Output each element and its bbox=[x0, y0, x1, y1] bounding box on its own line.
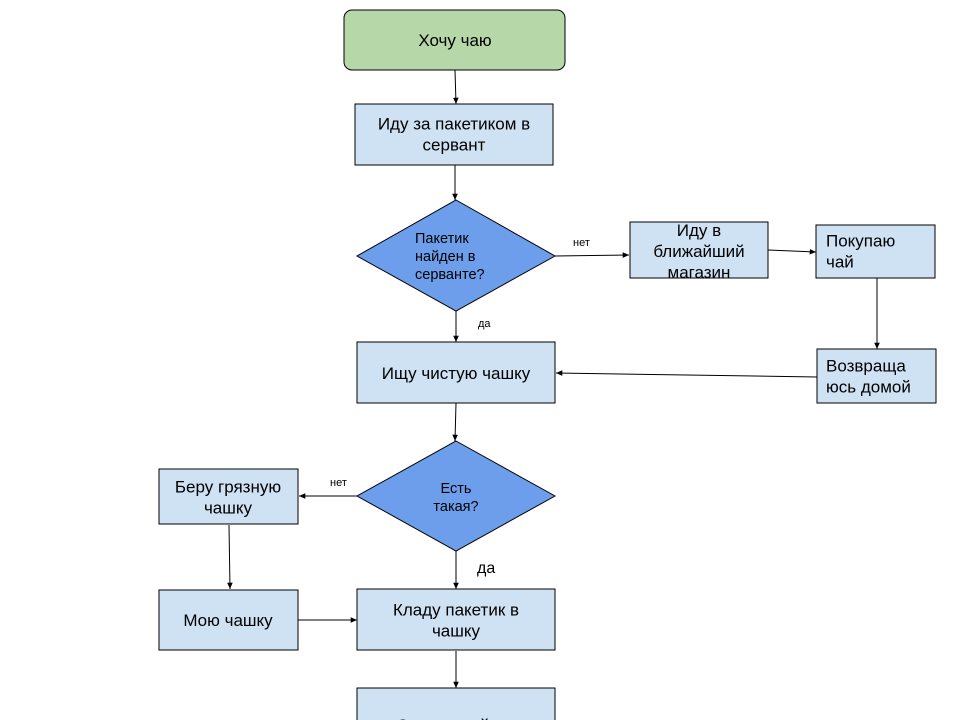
go-cupboard-line-2: сервант bbox=[423, 136, 486, 155]
find-cup-text: Ищу чистую чашку bbox=[382, 364, 531, 383]
node-dirty-cup: Беру грязную чашку bbox=[158, 468, 299, 525]
go-store-text: Иду в ближайший магазин bbox=[653, 221, 744, 282]
buy-tea-line-1: Покупаю bbox=[826, 232, 895, 251]
node-buy-tea: Покупаю чай bbox=[815, 224, 936, 279]
put-bag-line-2: чашку bbox=[432, 622, 481, 641]
node-go-cupboard: Иду за пакетиком в сервант bbox=[354, 103, 554, 166]
go-cupboard-line-1: Иду за пакетиком в bbox=[378, 115, 530, 134]
node-return-home: Возвраща юсь домой bbox=[816, 348, 937, 404]
put-bag-line-1: Кладу пакетик в bbox=[393, 601, 519, 620]
put-bag-box bbox=[356, 588, 556, 651]
wash-cup-box bbox=[158, 589, 299, 651]
kettle-line-1: Ставлю чайник bbox=[396, 716, 516, 720]
return-home-line-2: юсь домой bbox=[826, 378, 911, 397]
label-found-yes: да bbox=[478, 318, 491, 330]
dirty-cup-line-1: Беру грязную bbox=[175, 478, 281, 497]
go-store-line-2: ближайший bbox=[653, 242, 744, 261]
node-start: Хочу чаю bbox=[343, 9, 566, 71]
found-decision-line-2: найден в bbox=[415, 249, 476, 265]
node-put-bag: Кладу пакетик в чашку bbox=[356, 588, 556, 651]
found-decision-diamond bbox=[355, 199, 557, 312]
go-store-line-3: магазин bbox=[668, 263, 731, 282]
label-found-no: нет bbox=[573, 237, 590, 249]
return-home-text: Возвраща юсь домой bbox=[826, 357, 911, 397]
node-found-decision: Пакетик найден в серванте? bbox=[355, 199, 557, 312]
go-store-box bbox=[629, 221, 769, 279]
start-text: Хочу чаю bbox=[418, 31, 492, 50]
buy-tea-line-2: чай bbox=[826, 253, 854, 272]
node-go-store: Иду в ближайший магазин bbox=[629, 221, 769, 282]
node-cup-decision: Есть такая? bbox=[355, 440, 557, 552]
dirty-cup-text: Беру грязную чашку bbox=[175, 478, 281, 518]
return-home-line-1: Возвраща bbox=[826, 357, 906, 376]
go-store-line-1: Иду в bbox=[677, 221, 721, 240]
edge-start-to-cupboard bbox=[453, 69, 459, 105]
edge-return-to-findcup bbox=[555, 370, 818, 378]
dirty-cup-box bbox=[158, 468, 299, 525]
cup-decision-diamond bbox=[355, 440, 557, 552]
wash-cup-line-1: Мою чашку bbox=[183, 611, 273, 630]
start-line-1: Хочу чаю bbox=[418, 31, 492, 50]
put-bag-text: Кладу пакетик в чашку bbox=[393, 601, 519, 641]
find-cup-box bbox=[356, 341, 556, 404]
kettle-text: Ставлю чайник bbox=[396, 716, 516, 720]
find-cup-line-1: Ищу чистую чашку bbox=[382, 364, 531, 383]
edge-dirty-to-wash bbox=[227, 524, 233, 590]
wash-cup-text: Мою чашку bbox=[183, 611, 273, 630]
edge-decision-to-store bbox=[554, 252, 630, 258]
buy-tea-text: Покупаю чай bbox=[826, 232, 895, 272]
found-decision-line-1: Пакетик bbox=[415, 231, 469, 247]
found-decision-text: Пакетик найден в серванте? bbox=[415, 231, 485, 283]
node-find-cup: Ищу чистую чашку bbox=[356, 341, 556, 404]
edge-findcup-to-decision2 bbox=[452, 402, 458, 442]
go-cupboard-box bbox=[354, 103, 554, 166]
found-decision-line-3: серванте? bbox=[415, 267, 485, 283]
edge-store-to-buy bbox=[767, 248, 817, 255]
return-home-box bbox=[816, 348, 937, 404]
label-cup-yes: да bbox=[477, 560, 495, 577]
start-terminal bbox=[343, 9, 566, 71]
cup-decision-line-1: Есть bbox=[441, 481, 472, 497]
go-cupboard-text: Иду за пакетиком в сервант bbox=[378, 115, 530, 155]
node-kettle: Ставлю чайник bbox=[356, 687, 556, 720]
label-cup-no: нет bbox=[330, 477, 347, 489]
cup-decision-line-2: такая? bbox=[433, 499, 478, 515]
dirty-cup-line-2: чашку bbox=[204, 499, 253, 518]
kettle-box bbox=[356, 687, 556, 720]
cup-decision-text: Есть такая? bbox=[433, 481, 478, 515]
buy-tea-box bbox=[815, 224, 936, 279]
node-wash-cup: Мою чашку bbox=[158, 589, 299, 651]
